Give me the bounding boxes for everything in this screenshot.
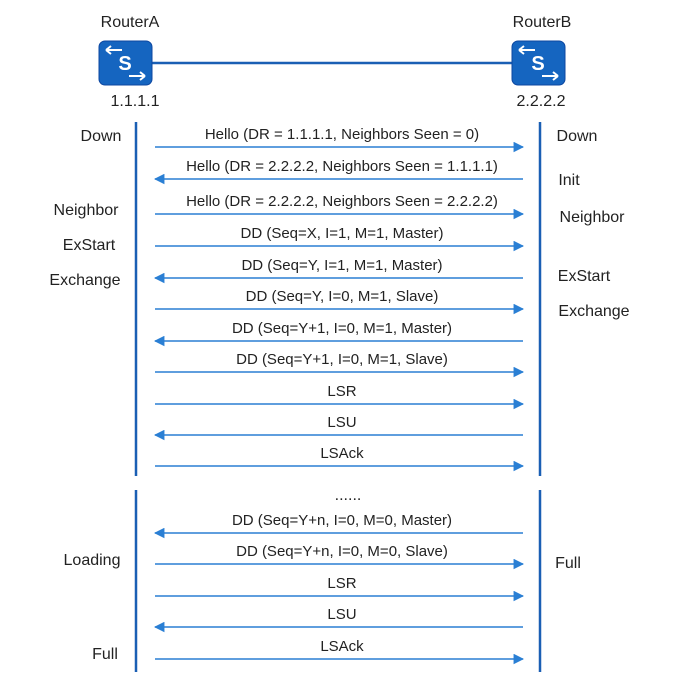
- message-label-9: LSR: [327, 383, 356, 400]
- message-label-3: Hello (DR = 2.2.2.2, Neighbors Seen = 2.…: [186, 193, 498, 210]
- message-label-8: DD (Seq=Y+1, I=0, M=1, Slave): [236, 351, 448, 368]
- message-label-5: DD (Seq=Y, I=1, M=1, Master): [241, 257, 442, 274]
- router-a-name: RouterA: [101, 14, 160, 31]
- router-b-ip: 2.2.2.2: [517, 93, 566, 110]
- message-label-11: LSAck: [320, 445, 364, 462]
- router-b-icon: S: [511, 40, 566, 86]
- message-label-15: LSU: [327, 606, 356, 623]
- state-a-exchange: Exchange: [49, 272, 120, 289]
- state-a-exstart: ExStart: [63, 237, 116, 254]
- message-label-4: DD (Seq=X, I=1, M=1, Master): [241, 225, 444, 242]
- state-b-exchange: Exchange: [558, 303, 629, 320]
- message-label-12: DD (Seq=Y+n, I=0, M=0, Master): [232, 512, 452, 529]
- message-label-6: DD (Seq=Y, I=0, M=1, Slave): [246, 288, 439, 305]
- state-b-init: Init: [558, 172, 580, 189]
- state-a-down: Down: [81, 128, 122, 145]
- router-a-icon: S: [98, 40, 153, 86]
- state-a-neighbor: Neighbor: [54, 202, 120, 219]
- message-label-16: LSAck: [320, 638, 364, 655]
- state-a-loading: Loading: [64, 552, 121, 569]
- message-label-10: LSU: [327, 414, 356, 431]
- router-b-name: RouterB: [513, 14, 572, 31]
- gap-ellipsis: ......: [335, 487, 362, 504]
- message-list: Hello (DR = 1.1.1.1, Neighbors Seen = 0)…: [153, 126, 525, 665]
- message-label-13: DD (Seq=Y+n, I=0, M=0, Slave): [236, 543, 448, 560]
- router-a-ip: 1.1.1.1: [111, 93, 160, 110]
- router-a-glyph: S: [118, 53, 131, 75]
- message-label-7: DD (Seq=Y+1, I=0, M=1, Master): [232, 320, 452, 337]
- message-label-1: Hello (DR = 1.1.1.1, Neighbors Seen = 0): [205, 126, 479, 143]
- state-b-exstart: ExStart: [558, 268, 611, 285]
- message-label-14: LSR: [327, 575, 356, 592]
- state-a-full: Full: [92, 646, 118, 663]
- state-b-full: Full: [555, 555, 581, 572]
- state-b-down: Down: [557, 128, 598, 145]
- router-b-glyph: S: [531, 53, 544, 75]
- message-label-2: Hello (DR = 2.2.2.2, Neighbors Seen = 1.…: [186, 158, 498, 175]
- state-b-neighbor: Neighbor: [560, 209, 626, 226]
